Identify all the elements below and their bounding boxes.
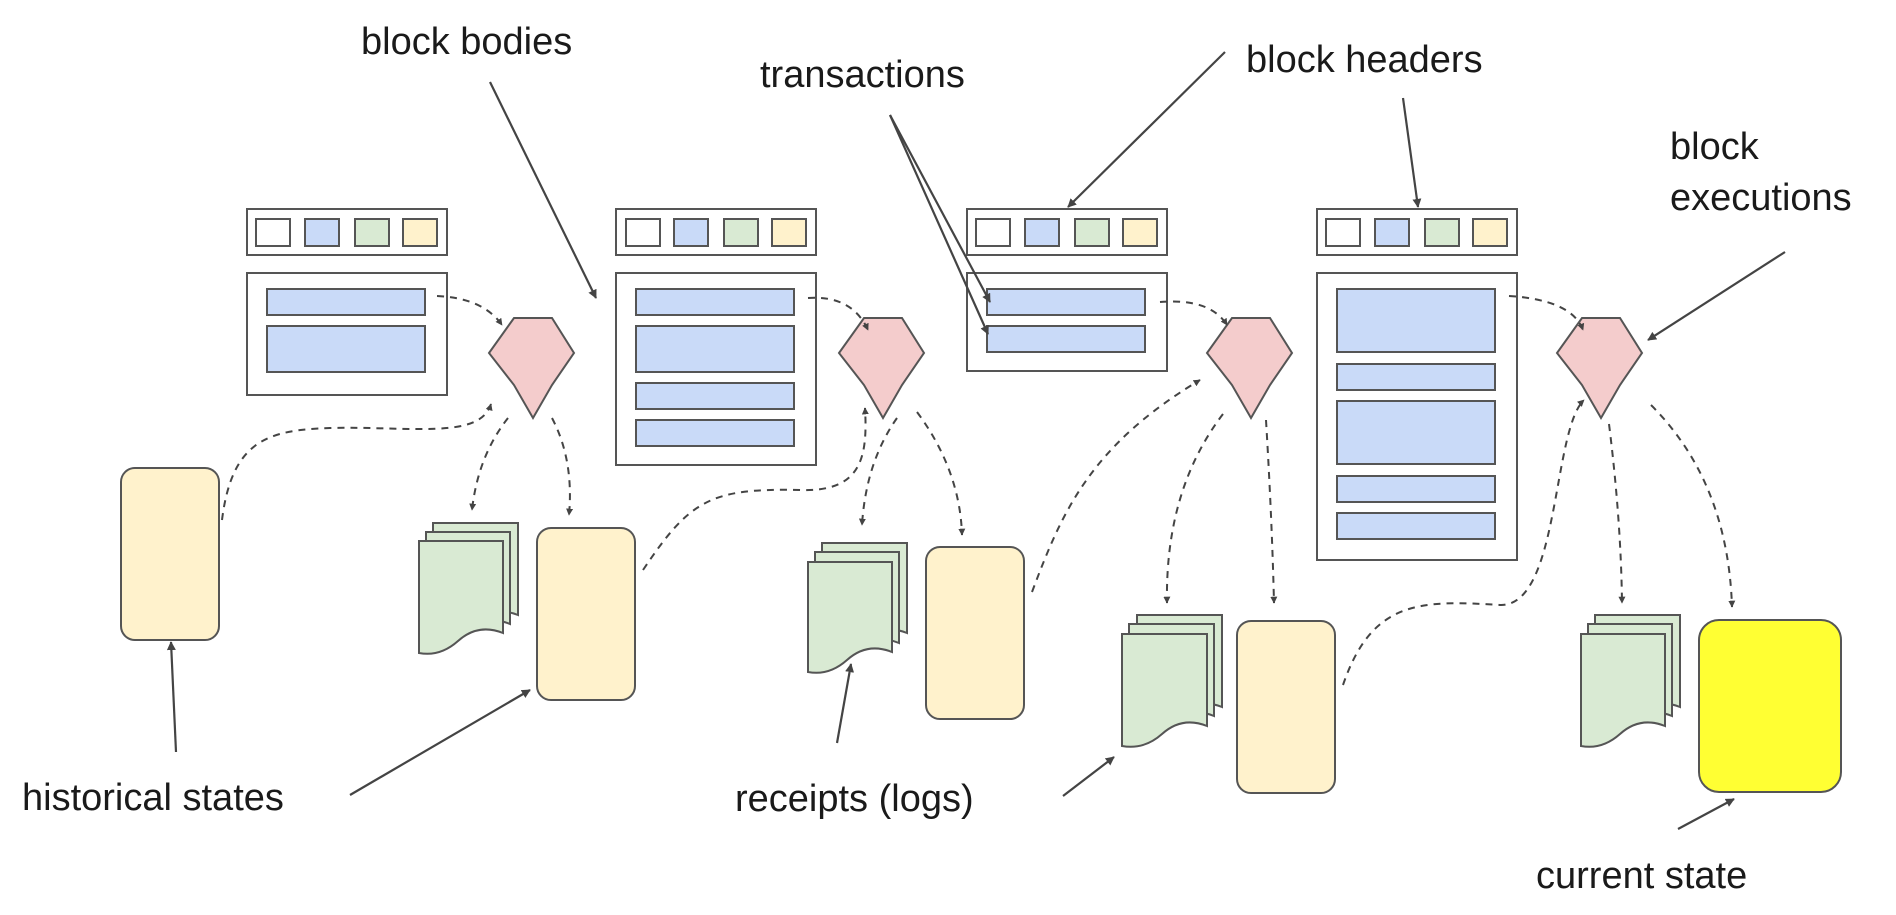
transaction xyxy=(986,325,1146,353)
transaction xyxy=(1336,475,1496,503)
block-execution-star-icon xyxy=(1205,317,1294,421)
block-header xyxy=(1316,208,1518,256)
block-header xyxy=(966,208,1168,256)
receipts-stacked-pages-icon xyxy=(807,542,908,674)
transaction xyxy=(635,288,795,316)
transaction xyxy=(1336,288,1496,353)
receipts-logs-label: receipts (logs) xyxy=(735,778,974,820)
block-execution-star-icon xyxy=(1555,317,1644,421)
block-header xyxy=(246,208,448,256)
transaction xyxy=(986,288,1146,316)
current-state-label: current state xyxy=(1536,855,1747,897)
block-executions-label-line2: executions xyxy=(1670,177,1852,219)
receipts-stacked-pages-icon xyxy=(418,522,519,655)
historical-state xyxy=(925,546,1025,720)
block-execution-star-icon xyxy=(837,317,926,421)
block-1 xyxy=(246,208,448,396)
transaction xyxy=(635,382,795,410)
block-executions-label-line1: block xyxy=(1670,126,1760,168)
transaction xyxy=(635,419,795,447)
block-body xyxy=(1316,272,1518,561)
block-body xyxy=(246,272,448,396)
block-header xyxy=(615,208,817,256)
transaction xyxy=(1336,363,1496,391)
block-headers-label: block headers xyxy=(1246,39,1483,81)
block-4 xyxy=(1316,208,1518,561)
block-execution-star-icon xyxy=(487,317,576,421)
transactions-label: transactions xyxy=(760,54,965,96)
historical-states-label: historical states xyxy=(22,777,284,819)
historical-state xyxy=(120,467,220,641)
receipts-stacked-pages-icon xyxy=(1580,614,1681,748)
block-2 xyxy=(615,208,817,466)
historical-state xyxy=(536,527,636,701)
labels: block bodies transactions block headers … xyxy=(22,21,1852,897)
transaction xyxy=(1336,512,1496,540)
block-bodies-label: block bodies xyxy=(361,21,572,63)
transaction xyxy=(266,288,426,316)
historical-state xyxy=(1236,620,1336,794)
transaction xyxy=(266,325,426,373)
data-flow-arrows xyxy=(221,295,1736,686)
current-state xyxy=(1698,619,1842,793)
block-body xyxy=(966,272,1168,372)
transaction xyxy=(1336,400,1496,465)
block-3 xyxy=(966,208,1168,372)
block-body xyxy=(615,272,817,466)
receipts-stacked-pages-icon xyxy=(1121,614,1223,748)
label-pointers xyxy=(166,51,1786,830)
transaction xyxy=(635,325,795,373)
